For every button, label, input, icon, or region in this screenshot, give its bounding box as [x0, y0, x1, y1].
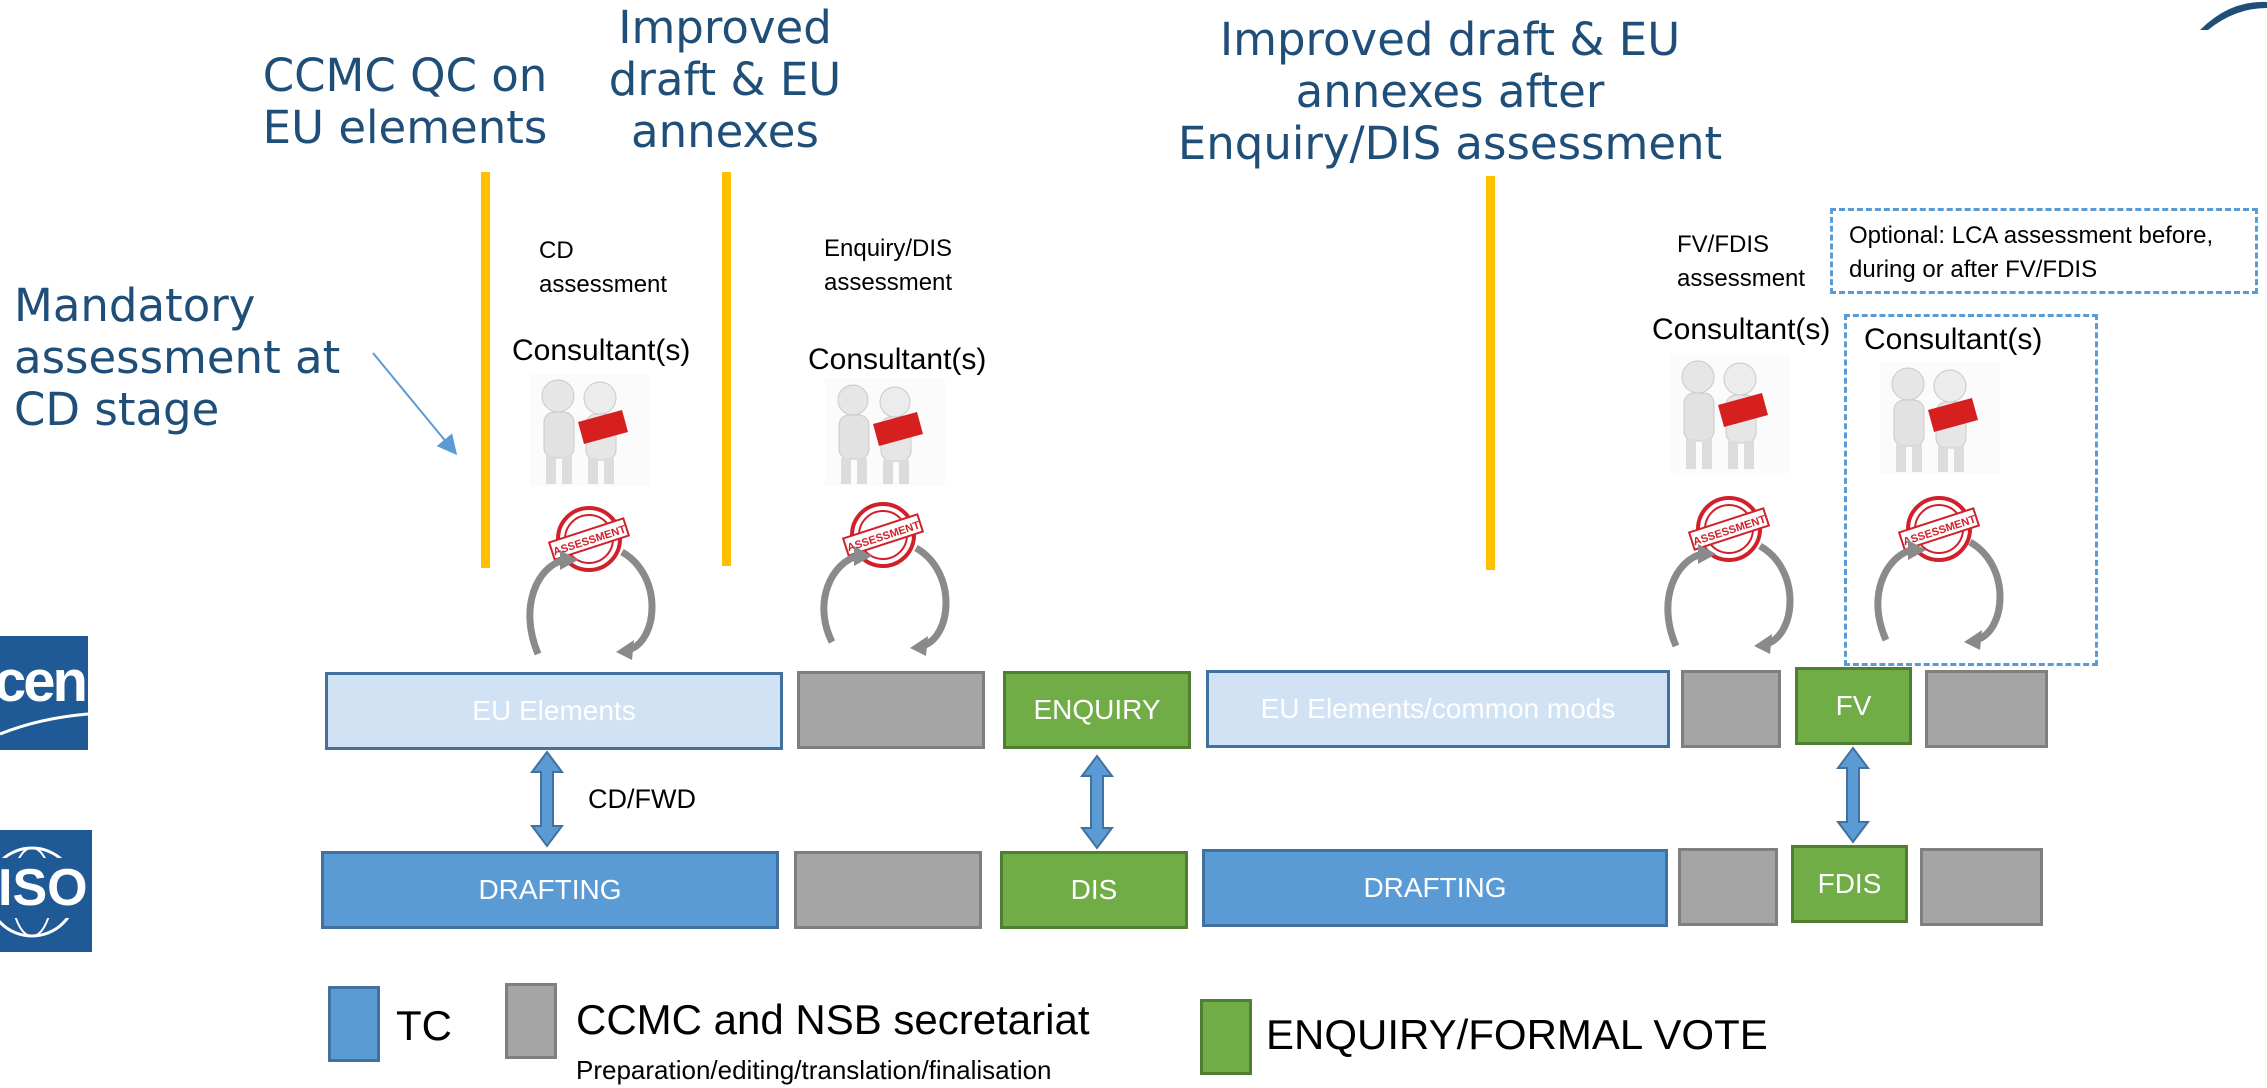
- assessment-stamp-icon: ASSESSMENT: [1897, 496, 1981, 562]
- box-drafting-1: DRAFTING: [321, 851, 779, 929]
- assessment-stamp-icon: ASSESSMENT: [547, 506, 631, 572]
- cen-swoosh-icon: [0, 712, 89, 736]
- label-enquiry-assessment: Enquiry/DIS assessment: [824, 235, 953, 296]
- box-ccmc-6: [1920, 848, 2043, 926]
- double-arrow-icon: [1080, 754, 1114, 850]
- box-fv: FV: [1795, 667, 1912, 745]
- box-ccmc-3: [1925, 670, 2048, 748]
- legend-label-ccmc-sub: Preparation/editing/translation/finalisa…: [576, 1055, 1052, 1085]
- box-ccmc-2: [1681, 670, 1781, 748]
- heading-mandatory: Mandatory assessment at CD stage: [14, 279, 341, 437]
- milestone-line-after-enquiry: [1486, 176, 1495, 570]
- box-ccmc-5: [1678, 848, 1778, 926]
- legend-swatch-tc: [328, 986, 380, 1062]
- consultant-label-cd: Consultant(s): [512, 334, 691, 367]
- legend-label-ccmc: CCMC and NSB secretariat: [576, 996, 1090, 1043]
- consultant-label-fv: Consultant(s): [1652, 313, 1831, 346]
- iso-logo: ISO: [0, 830, 92, 952]
- milestone-line-ccmc-qc: [481, 172, 490, 568]
- pointer-arrow-icon: [372, 352, 458, 456]
- legend-label-tc: TC: [396, 1002, 452, 1049]
- double-arrow-icon: [1836, 746, 1870, 844]
- heading-improved-draft: Improved draft & EU annexes: [608, 1, 842, 159]
- milestone-line-improved-draft: [722, 172, 731, 566]
- consultant-label-enquiry: Consultant(s): [808, 343, 987, 376]
- label-fv-assessment: FV/FDIS assessment: [1677, 231, 1806, 292]
- double-arrow-icon: [530, 750, 564, 848]
- consultant-figure-icon: [1880, 362, 2000, 474]
- corner-logo-icon: [2200, 1, 2267, 30]
- legend-label-enquiry: ENQUIRY/FORMAL VOTE: [1266, 1011, 1768, 1058]
- cen-logo: cen: [0, 636, 89, 750]
- cycle-arrows-icon: [526, 548, 656, 660]
- label-optional-lca: Optional: LCA assessment before, during …: [1849, 222, 2214, 283]
- consultant-figure-icon: [530, 374, 650, 486]
- box-enquiry: ENQUIRY: [1003, 671, 1191, 749]
- consultant-figure-icon: [1670, 355, 1790, 473]
- cycle-arrows-icon: [1664, 542, 1794, 654]
- consultant-figure-icon: [825, 378, 945, 486]
- cycle-arrows-icon: [820, 544, 950, 656]
- heading-ccmc-qc: CCMC QC on EU elements: [262, 49, 548, 155]
- box-ccmc-1: [797, 671, 985, 749]
- label-cd-assessment: CD assessment: [539, 237, 668, 298]
- box-ccmc-4: [794, 851, 982, 929]
- box-eu-elements: EU Elements: [325, 672, 783, 750]
- label-cd-fwd: CD/FWD: [588, 784, 696, 814]
- cycle-arrows-icon: [1874, 538, 2004, 650]
- optional-consultant-box: [1844, 314, 2098, 666]
- assessment-stamp-icon: ASSESSMENT: [1687, 496, 1771, 562]
- box-dis: DIS: [1000, 851, 1188, 929]
- box-eu-common-mods: EU Elements/common mods: [1206, 670, 1670, 748]
- heading-improved-after-enquiry: Improved draft & EU annexes after Enquir…: [1177, 13, 1723, 171]
- box-drafting-2: DRAFTING: [1202, 849, 1668, 927]
- legend-swatch-ccmc: [505, 983, 557, 1059]
- optional-lca-box: Optional: LCA assessment before, during …: [1830, 208, 2258, 294]
- legend-swatch-enquiry: [1200, 999, 1252, 1075]
- box-fdis: FDIS: [1791, 845, 1908, 923]
- consultant-label-optional: Consultant(s): [1864, 323, 2043, 356]
